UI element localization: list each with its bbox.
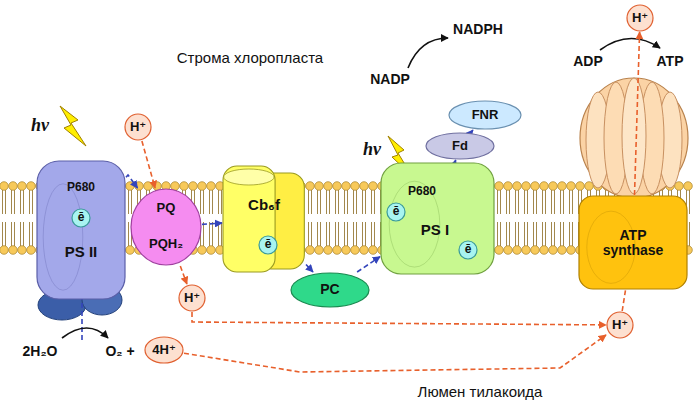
- proton-circle: H⁺: [124, 113, 152, 141]
- plastocyanin: PC: [290, 272, 370, 308]
- text-label: Люмен тилакоида: [418, 384, 543, 401]
- node-label: PS II: [65, 244, 98, 261]
- electron-circle: ē: [258, 235, 278, 255]
- reaction-arrow: [600, 38, 660, 50]
- node-label: H⁺: [612, 318, 628, 332]
- electron-circle: ē: [458, 240, 478, 260]
- node-label: ē: [465, 243, 472, 256]
- electron-flow: [202, 223, 222, 224]
- fnr-enzyme: FNR: [448, 100, 522, 130]
- text-label: hν: [31, 116, 49, 136]
- node-label: FNR: [472, 108, 499, 122]
- text-label: ATP: [657, 54, 684, 69]
- proton-flow: [635, 32, 640, 195]
- proton-flow: [184, 335, 606, 372]
- atp-synthase: ATP synthase: [578, 195, 688, 290]
- node-label: Fd: [452, 139, 468, 153]
- electron-flow: [126, 175, 138, 188]
- text-label: 2H₂O: [22, 344, 57, 359]
- node-label: H⁺: [130, 120, 146, 134]
- plastoquinone-outline: [130, 188, 202, 266]
- ferredoxin: Fd: [425, 132, 495, 160]
- electron-flow: [471, 130, 473, 132]
- electron-flow: [306, 265, 313, 273]
- proton-circle: H⁺: [178, 284, 206, 312]
- proton-flow: [180, 266, 187, 284]
- text-label: NADP: [370, 72, 410, 87]
- text-label: hν: [363, 140, 381, 160]
- electron-circle: ē: [71, 208, 91, 228]
- node-label: ATP synthase: [591, 228, 675, 259]
- reaction-arrow: [408, 38, 448, 68]
- node-label: PQ: [157, 201, 176, 215]
- cytochrome-b6f: Cb₆f ē: [222, 165, 306, 275]
- electron-flow: [454, 160, 456, 162]
- node-label: P680: [408, 185, 436, 198]
- node-label: P680: [67, 181, 95, 194]
- light-bolt: [60, 106, 86, 146]
- text-label: NADPH: [453, 22, 503, 37]
- node-label: Cb₆f: [248, 197, 280, 214]
- node-label: PC: [320, 282, 339, 297]
- plastoquinone: PQ PQH₂: [130, 188, 202, 266]
- node-label: ē: [265, 238, 272, 251]
- photosystem-i: P680 PS I ē ē: [380, 162, 495, 275]
- text-label: ADP: [573, 54, 603, 69]
- node-label: 4H⁺: [152, 343, 175, 357]
- node-label: H⁺: [632, 11, 648, 25]
- proton-flow: [622, 290, 625, 311]
- cytochrome-b6f-outline: [222, 165, 306, 275]
- node-label: PQH₂: [149, 237, 183, 251]
- reaction-arrow: [62, 328, 108, 338]
- electron-circle: ē: [386, 202, 406, 222]
- node-label: PS I: [421, 222, 449, 239]
- proton-flow: [142, 141, 155, 188]
- electron-flow: [357, 257, 380, 272]
- proton-circle: 4H⁺: [144, 336, 184, 364]
- proton-circle: H⁺: [606, 311, 634, 339]
- text-label: Строма хлоропласта: [177, 50, 323, 67]
- text-label: O₂ +: [105, 344, 134, 359]
- photosystem-ii: P680 PS II ē: [36, 160, 126, 300]
- node-label: ē: [78, 211, 85, 224]
- node-label: ē: [393, 205, 400, 218]
- node-label: H⁺: [184, 291, 200, 305]
- proton-circle: H⁺: [626, 4, 654, 32]
- proton-flow: [192, 312, 606, 325]
